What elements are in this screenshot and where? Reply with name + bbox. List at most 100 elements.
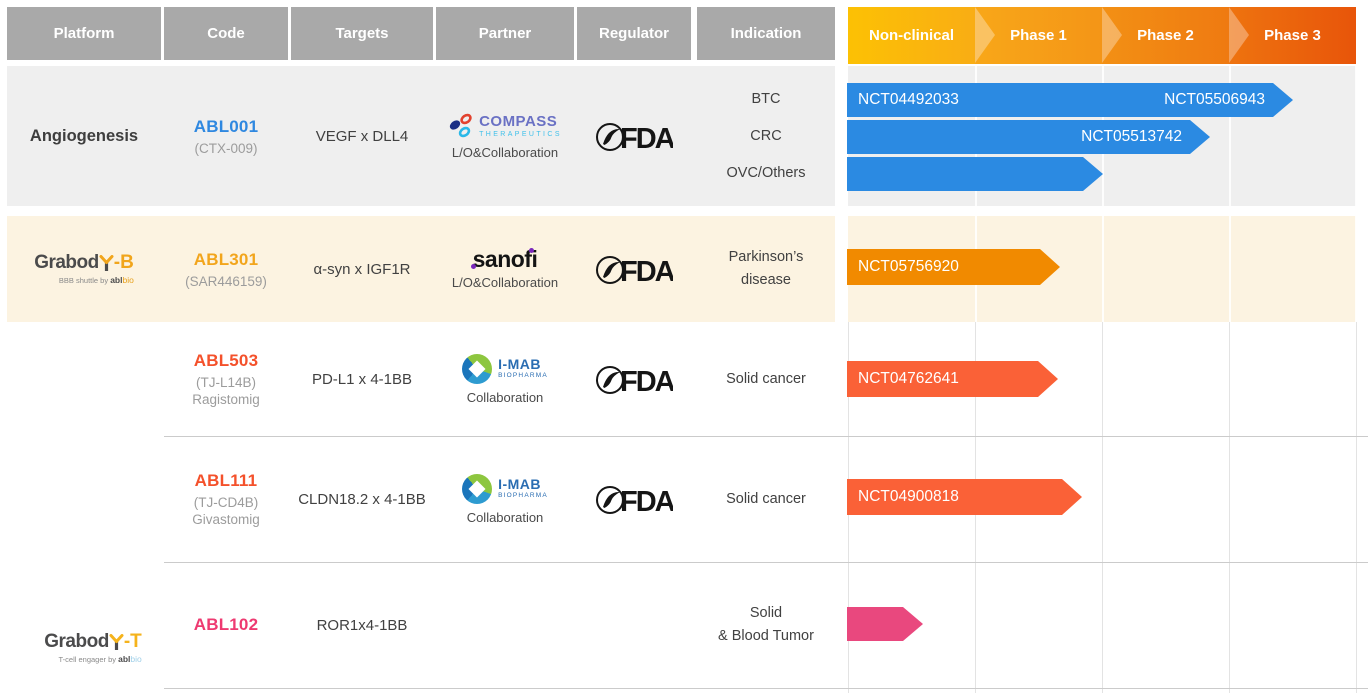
targets-cell: α-syn x IGF1R — [288, 216, 436, 322]
targets-cell: CLDN18.2 x 4-1BB — [288, 436, 436, 562]
trial-nct-label: NCT05756920 — [858, 258, 959, 275]
trial-arrow-ovc[interactable] — [847, 157, 1083, 191]
imab-wordmark: I-MAB BIOPHARMA — [498, 357, 548, 380]
trial-arrow-abl102[interactable] — [847, 607, 903, 641]
grabody-prefix: Grabod — [34, 252, 99, 273]
partner-cell-sanofi: sanofi L/O&Collaboration — [436, 216, 574, 322]
grabody-t-logo: Grabod -T T-cell engager by ablbio — [44, 632, 142, 664]
trial-arrow-nct05756920[interactable]: NCT05756920 — [847, 249, 1040, 285]
imab-name: I-MAB — [498, 476, 542, 493]
fda-text: FDA — [620, 366, 673, 397]
phase-header-bar: Non-clinical Phase 1 Phase 2 Phase 3 — [848, 7, 1356, 64]
fda-eagle-icon — [603, 128, 620, 145]
imab-subname: BIOPHARMA — [498, 372, 548, 380]
targets-label: VEGF x DLL4 — [315, 127, 409, 145]
code-name-label: Ragistomig — [192, 392, 260, 407]
indication-cell: Solid cancer — [697, 436, 835, 562]
tagline-text: BBB shuttle by — [58, 276, 111, 285]
indication-label: BTC — [751, 91, 781, 107]
indication-label: Solid cancer — [726, 491, 806, 507]
code-sub-label: (TJ-L14B) — [195, 375, 256, 390]
regulator-cell-fda: FDA — [577, 322, 691, 436]
phase-gridline — [1356, 322, 1357, 693]
partner-cell-imab: I-MAB BIOPHARMA Collaboration — [436, 436, 574, 562]
partner-cell-compass: COMPASS THERAPEUTICS L/O&Collaboration — [436, 66, 574, 206]
phase-header-phase-3-label: Phase 3 — [1264, 27, 1321, 44]
column-header-partner-label: Partner — [478, 25, 532, 42]
platform-cell-angiogenesis: Angiogenesis — [7, 66, 161, 206]
fda-text: FDA — [620, 486, 673, 517]
targets-label: α-syn x IGF1R — [313, 260, 411, 278]
phase-gridline — [1355, 66, 1357, 322]
code-label: ABL301 — [193, 249, 259, 269]
fda-logo: FDA — [596, 366, 673, 397]
partner-note: Collaboration — [466, 509, 544, 525]
sanofi-purple-dot-icon — [529, 248, 535, 253]
code-cell-abl111: ABL111 (TJ-CD4B) Givastomig — [164, 436, 288, 562]
column-header-platform: Platform — [7, 7, 161, 60]
compass-name: COMPASS — [479, 112, 558, 130]
column-header-regulator-label: Regulator — [598, 25, 669, 42]
phase-gridline — [1102, 322, 1103, 693]
code-sub-label: (SAR446159) — [185, 273, 267, 289]
code-label: ABL102 — [193, 615, 259, 634]
antibody-y-icon — [99, 255, 114, 271]
column-header-regulator: Regulator — [577, 7, 691, 60]
indication-cell: Solid & Blood Tumor — [697, 562, 835, 688]
partner-cell-imab: I-MAB BIOPHARMA Collaboration — [436, 322, 574, 436]
phase-header-phase-3: Phase 3 — [1229, 7, 1356, 64]
chevron-separator-icon — [975, 7, 995, 63]
trial-arrow-nct04762641[interactable]: NCT04762641 — [847, 361, 1038, 397]
targets-cell: VEGF x DLL4 — [288, 66, 436, 206]
tagline-text: T-cell engager by — [58, 655, 119, 664]
grabody-suffix: -T — [123, 631, 142, 652]
targets-label: PD-L1 x 4-1BB — [311, 370, 413, 388]
sanofi-wordmark: sanofi — [472, 246, 538, 272]
column-header-targets: Targets — [291, 7, 433, 60]
imab-name: I-MAB — [498, 356, 542, 373]
trial-arrow-nct04492033[interactable]: NCT04492033 NCT05506943 — [847, 83, 1273, 117]
trial-arrow-nct05513742[interactable]: NCT05513742 — [847, 120, 1190, 154]
column-header-indication-label: Indication — [730, 25, 802, 42]
targets-label: ROR1x4-1BB — [316, 616, 408, 634]
indication-label: disease — [741, 272, 791, 288]
ablbio-brand-light: bio — [122, 275, 134, 285]
compass-therapeutics-logo: COMPASS THERAPEUTICS — [448, 112, 562, 139]
code-label: ABL503 — [193, 351, 259, 370]
fda-circle-icon — [596, 123, 624, 151]
partner-note: L/O&Collaboration — [451, 275, 559, 290]
targets-cell: ROR1x4-1BB — [288, 562, 436, 688]
partner-note: L/O&Collaboration — [451, 145, 559, 160]
targets-cell: PD-L1 x 4-1BB — [288, 322, 436, 436]
ablbio-brand-light: bio — [130, 654, 142, 664]
row-separator — [164, 436, 1368, 437]
trial-nct-label: NCT05513742 — [1081, 128, 1182, 145]
platform-cell-grabody-t: Grabod -T T-cell engager by ablbio — [18, 632, 168, 664]
column-header-platform-label: Platform — [53, 25, 115, 42]
code-cell-abl102: ABL102 — [164, 562, 288, 688]
trial-nct-label: NCT05506943 — [1164, 91, 1265, 108]
imab-biopharma-logo: I-MAB BIOPHARMA — [462, 473, 548, 504]
ablbio-brand-dark: abl — [110, 275, 123, 285]
grabody-b-wordmark: Grabod -B — [34, 253, 134, 272]
compass-icon — [449, 113, 472, 138]
trial-nct-label: NCT04762641 — [858, 370, 959, 387]
phase-header-phase-2: Phase 2 — [1102, 7, 1229, 64]
grabody-t-wordmark: Grabod -T — [44, 632, 142, 651]
code-label: ABL001 — [193, 116, 259, 136]
antibody-y-icon — [109, 634, 124, 650]
code-cell-abl301: ABL301 (SAR446159) — [164, 216, 288, 322]
trial-nct-label: NCT04492033 — [858, 91, 959, 108]
indication-label: Solid cancer — [726, 371, 806, 387]
indication-label: Parkinson’s — [728, 249, 804, 265]
chevron-separator-icon — [1229, 7, 1249, 63]
code-label: ABL111 — [194, 471, 258, 490]
fda-text: FDA — [620, 123, 673, 154]
column-header-code: Code — [164, 7, 288, 60]
trial-arrow-nct04900818[interactable]: NCT04900818 — [847, 479, 1062, 515]
fda-logo: FDA — [596, 123, 673, 154]
sanofi-purple-dot-icon — [470, 264, 476, 269]
fda-logo: FDA — [596, 256, 673, 287]
indication-cell: Parkinson’s disease — [697, 216, 835, 322]
grabody-b-tagline: BBB shuttle by ablbio — [59, 275, 134, 285]
